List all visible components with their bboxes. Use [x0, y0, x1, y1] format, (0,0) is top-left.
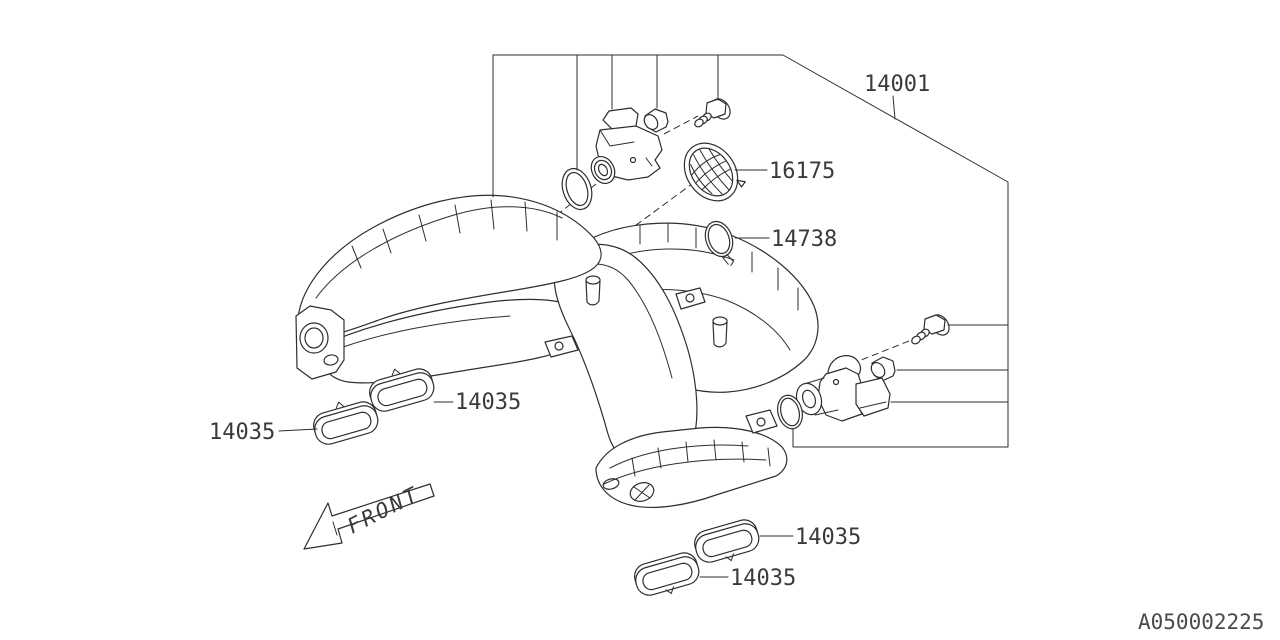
front-label: FRONT	[343, 482, 424, 539]
gasket-right	[369, 368, 435, 412]
part-label-14035-right: 14035	[455, 390, 522, 415]
callout-lines	[278, 54, 1009, 578]
part-label-16175: 16175	[769, 159, 836, 184]
part-label-14035-left: 14035	[209, 420, 276, 445]
gasket-bottom-lower	[634, 552, 700, 596]
part-label-14035-bottom-upper: 14035	[795, 525, 862, 550]
front-direction-arrow: FRONT	[303, 482, 435, 550]
gasket-bottom-upper	[694, 519, 760, 563]
mesh-screen	[683, 142, 746, 202]
tumble-valve-front	[590, 107, 663, 184]
o-ring-rear	[777, 394, 803, 430]
intake-manifold-drawing	[295, 194, 819, 508]
cap-bushing-rear	[870, 356, 896, 382]
o-ring-front	[561, 167, 593, 211]
tumble-valve-rear	[795, 355, 891, 422]
part-label-14738: 14738	[771, 227, 838, 252]
bolt-front	[694, 98, 731, 128]
bolt-rear	[911, 314, 950, 345]
doc-code: A050002225	[1138, 610, 1265, 634]
part-label-14035-bottom-lower: 14035	[730, 566, 797, 591]
clamp-ring	[704, 220, 735, 267]
part-label-14001: 14001	[864, 72, 931, 97]
cap-bushing-front	[643, 108, 669, 133]
gasket-left	[313, 401, 379, 445]
